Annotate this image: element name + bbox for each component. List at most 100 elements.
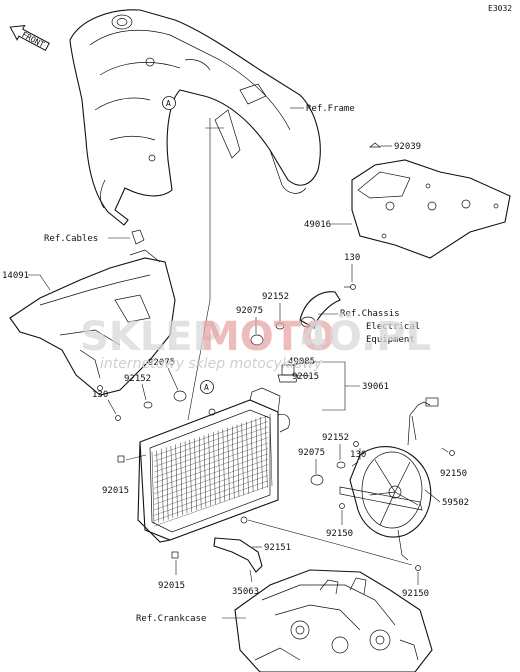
- part-92015-c: 92015: [158, 581, 185, 591]
- part-92152-c: 92152: [322, 433, 349, 443]
- callout-a-frame-letter: A: [166, 99, 171, 108]
- part-92015-a: 92015: [292, 372, 319, 382]
- bolt-130-top: [344, 284, 356, 290]
- ref-chassis-label-2: Electrical: [366, 322, 420, 332]
- part-92039: 92039: [394, 142, 421, 152]
- part-92150-b: 92150: [326, 529, 353, 539]
- part-92075-c: 92075: [298, 448, 325, 458]
- leader-35063: [249, 569, 253, 583]
- bolt-92150-a: [449, 450, 455, 456]
- radiator-fin: [153, 475, 269, 516]
- part-92152-a: 92152: [262, 292, 289, 302]
- radiator-cap: [277, 364, 299, 383]
- radiator-fin: [153, 442, 269, 484]
- radiator-fin: [260, 417, 263, 490]
- watermark-brand-mid: MOTO: [200, 314, 335, 360]
- chassis-electrical-part: [299, 291, 341, 329]
- radiator-fin: [153, 426, 269, 467]
- radiator-fin: [161, 448, 164, 521]
- leader-14091: [28, 274, 51, 291]
- front-arrow: FRONT: [9, 25, 50, 51]
- radiator-fin: [236, 424, 240, 497]
- radiator-fin: [153, 459, 269, 500]
- radiator-fin: [170, 445, 174, 518]
- radiator-fin: [241, 423, 244, 496]
- radiator-fin: [153, 432, 269, 473]
- radiator-fin: [153, 453, 269, 494]
- collar-92152-b: [143, 401, 153, 409]
- radiator-fin: [194, 438, 197, 511]
- leader-49085: [291, 361, 320, 366]
- part-130-left: 130: [92, 390, 108, 400]
- radiator-fin: [208, 433, 211, 506]
- cable-clip: [131, 229, 145, 245]
- radiator-fin: [153, 486, 269, 527]
- leader-130-left: [107, 399, 117, 415]
- part-39061: 39061: [362, 382, 389, 392]
- ref-line-bottom: [247, 519, 413, 566]
- front-label: FRONT: [20, 30, 46, 49]
- frame-drawing: [69, 9, 321, 226]
- radiator-fin: [151, 451, 155, 525]
- ref-chassis-label-1: Ref.Chassis: [340, 309, 400, 319]
- radiator-fin: [165, 447, 169, 520]
- part-92150-c: 92150: [402, 589, 429, 599]
- collar-92152-a: [275, 322, 285, 330]
- cover-plate-49016: [351, 142, 511, 259]
- bolt-130-right: [353, 441, 359, 447]
- ref-cables-label: Ref.Cables: [44, 234, 98, 244]
- radiator-fin: [217, 430, 221, 503]
- leader-92075-b: [167, 367, 179, 391]
- radiator-fin: [265, 415, 268, 488]
- radiator-fin: [250, 420, 254, 493]
- radiator-fin: [184, 441, 188, 514]
- grommet-92075-a: [250, 334, 264, 346]
- part-92150-a: 92150: [440, 469, 467, 479]
- callout-a-radiator: A: [200, 380, 214, 394]
- radiator-fin: [269, 413, 273, 487]
- leader-92152-b: [141, 383, 147, 401]
- radiator-fin: [203, 435, 207, 508]
- clip-92015-c: [171, 551, 179, 559]
- radiator-fin: [227, 427, 230, 500]
- watermark-brand-right: 4Ö.PL: [300, 312, 431, 360]
- radiator-fin: [153, 415, 269, 457]
- watermark-brand-left: SKLEP: [80, 314, 222, 360]
- radiator-fins: [151, 413, 273, 527]
- part-130-right: 130: [350, 450, 366, 460]
- clip-92015-b: [117, 455, 125, 463]
- radiator: [137, 387, 290, 543]
- part-92075-b: 92075: [148, 358, 175, 368]
- radiator-fin: [189, 439, 192, 512]
- leader-92015-a: [297, 374, 311, 377]
- radiator-fin: [198, 436, 202, 509]
- leader-59502: [424, 489, 441, 503]
- part-59502: 59502: [442, 498, 469, 508]
- radiator-fin: [153, 480, 269, 521]
- ref-line-a: [187, 118, 211, 421]
- watermark-tagline: internetowy sklep motocyklowy: [100, 356, 323, 372]
- part-92075-a: 92075: [236, 306, 263, 316]
- callout-a-frame: A: [162, 96, 176, 110]
- part-92015-b: 92015: [102, 486, 129, 496]
- bolt-92150-c: [415, 565, 421, 571]
- callout-a-radiator-letter: A: [204, 383, 209, 392]
- ref-crankcase-label: Ref.Crankcase: [136, 614, 206, 624]
- radiator-fin: [153, 421, 269, 462]
- radiator-fin: [213, 432, 216, 505]
- shroud-14091: [9, 249, 176, 396]
- part-92151: 92151: [264, 543, 291, 553]
- part-49085: 49085: [288, 357, 315, 367]
- grommet-92075-b: [173, 390, 187, 402]
- ref-frame-label: Ref.Frame: [306, 104, 355, 114]
- radiator-fin: [153, 437, 269, 478]
- radiator-fin: [153, 469, 269, 511]
- radiator-fin: [153, 448, 269, 489]
- cooling-fan: [339, 397, 439, 561]
- radiator-fin: [153, 464, 269, 505]
- crankcase: [234, 569, 433, 672]
- bracket-35063: [213, 537, 263, 573]
- part-14091: 14091: [2, 271, 29, 281]
